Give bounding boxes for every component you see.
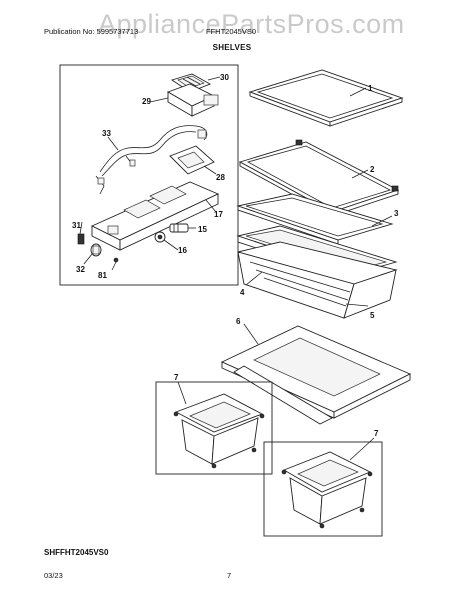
- part-29-housing: [166, 83, 219, 117]
- diagram-code: SHFFHT2045VS0: [44, 548, 109, 557]
- callout-15: 15: [198, 225, 207, 234]
- part-1-shelf: [248, 69, 404, 127]
- part-31-clip: [77, 233, 85, 245]
- page-title: SHELVES: [212, 43, 252, 52]
- callout-29: 29: [142, 97, 151, 106]
- part-81-screw: [113, 257, 119, 263]
- part-32-lamp-socket: [90, 243, 102, 257]
- model-number: FFHT2045VS0: [206, 27, 257, 36]
- callout-30: 30: [220, 73, 229, 82]
- callout-32: 32: [76, 265, 85, 274]
- callout-33: 33: [102, 129, 111, 138]
- callout-5: 5: [370, 311, 375, 320]
- bin-b-frame: [263, 441, 383, 537]
- inset-frame: [59, 64, 239, 286]
- callout-28: 28: [216, 173, 225, 182]
- callout-6: 6: [236, 317, 241, 326]
- part-16-knob: [154, 231, 166, 243]
- part-17-control-housing: [90, 181, 220, 251]
- callout-7b: 7: [374, 429, 379, 438]
- watermark: AppliancePartsPros.com: [98, 9, 405, 39]
- part-5-crisper-pan: [237, 241, 398, 319]
- callout-16: 16: [178, 246, 187, 255]
- callout-3: 3: [394, 209, 399, 218]
- callout-4: 4: [240, 288, 245, 297]
- callout-81: 81: [98, 271, 107, 280]
- callout-7a: 7: [174, 373, 179, 382]
- callout-17: 17: [214, 210, 223, 219]
- footer-date: 03/23: [44, 571, 63, 580]
- publication-number: Publication No: 5995737713: [44, 27, 139, 36]
- callout-1: 1: [368, 84, 373, 93]
- callout-2: 2: [370, 165, 375, 174]
- part-6-cover: [220, 325, 412, 425]
- part-15-thermostat: [169, 223, 189, 233]
- part-33-wire-harness: [99, 125, 208, 173]
- leader-lines: [79, 76, 393, 461]
- part-7-bin-b: [281, 451, 373, 529]
- bin-a-frame: [155, 381, 273, 475]
- part-7-bin-a: [173, 393, 265, 469]
- callout-31: 31: [72, 221, 81, 230]
- part-30-vent-cover: [170, 73, 212, 93]
- part-28-bracket: [169, 145, 215, 175]
- page-number: 7: [227, 571, 232, 580]
